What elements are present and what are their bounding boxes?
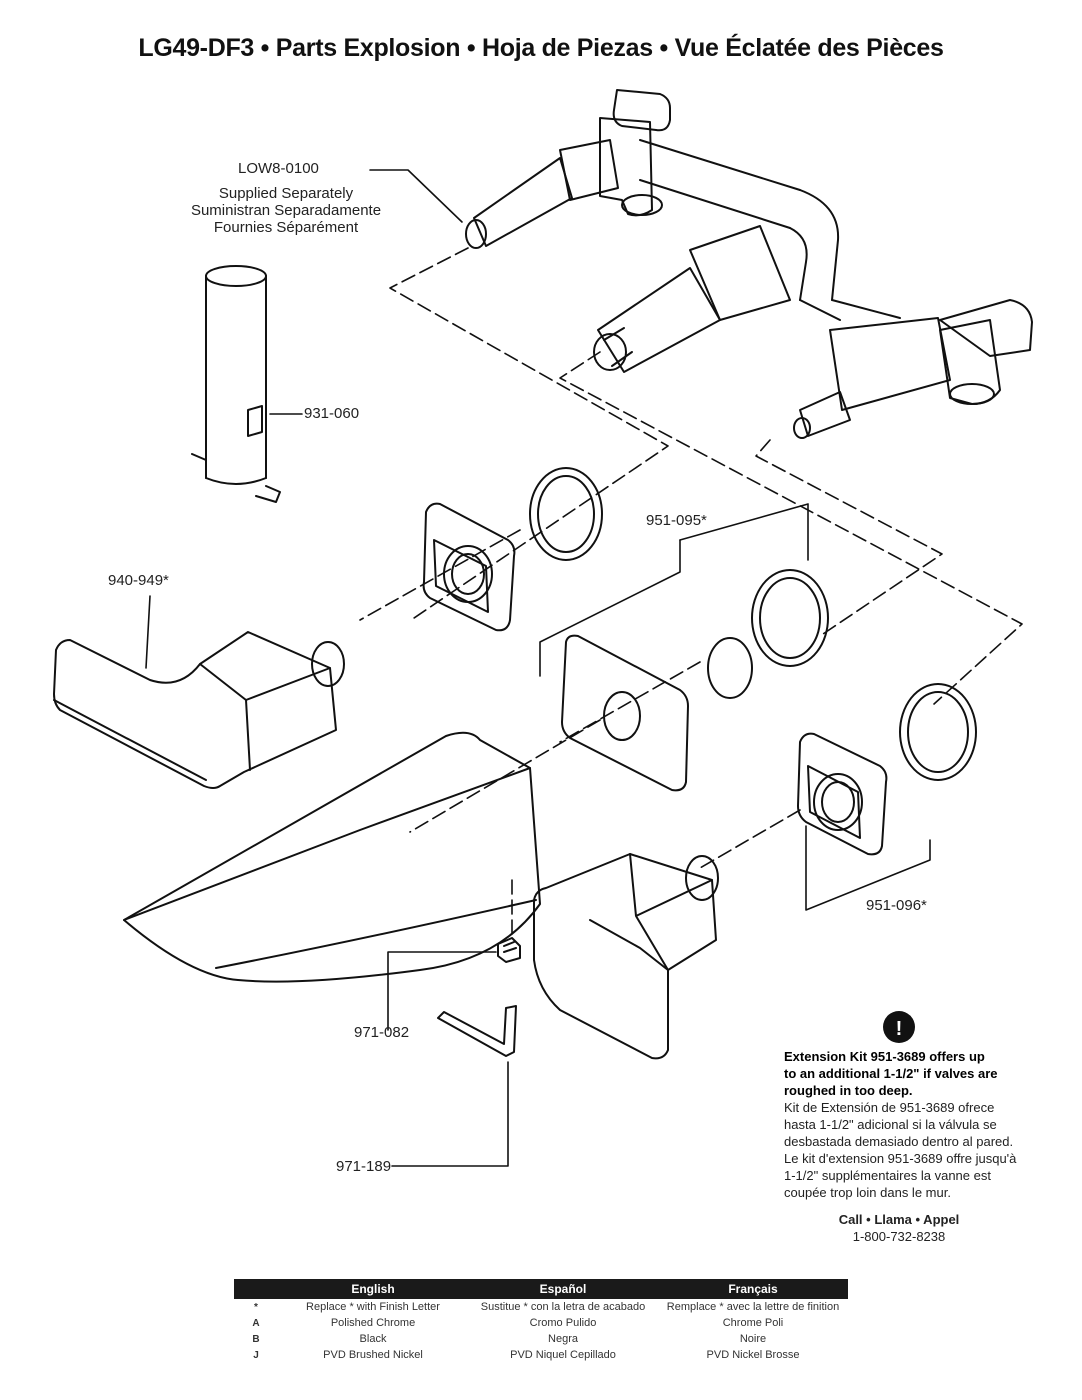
legend-header-spanish: Español <box>468 1279 658 1299</box>
legend-cell: Black <box>359 1333 387 1345</box>
supplied-es: Suministran Separadamente <box>190 202 382 219</box>
right-escutcheon <box>797 732 888 856</box>
legend-row: * Replace * with Finish Letter Sustitue … <box>234 1299 848 1315</box>
small-o-ring <box>707 637 753 699</box>
legend-header-french: Français <box>658 1279 848 1299</box>
legend-row: J PVD Brushed Nickel PVD Niquel Cepillad… <box>234 1347 848 1363</box>
right-handle <box>533 853 719 1060</box>
legend-cell: PVD Niquel Cepillado <box>510 1349 616 1361</box>
legend-cell: Polished Chrome <box>330 1317 416 1329</box>
extension-kit-notice: Extension Kit 951-3689 offers up to an a… <box>784 1048 1044 1201</box>
notice-bold-line: Extension Kit 951-3689 offers up <box>784 1049 985 1064</box>
legend-row: A Polished Chrome Cromo Pulido Chrome Po… <box>234 1315 848 1331</box>
legend-header-english: English <box>278 1279 468 1299</box>
legend-code: * <box>254 1301 258 1313</box>
notice-fr-line: 1-1/2" supplémentaires la vanne est <box>784 1168 991 1183</box>
right-o-ring <box>899 683 977 781</box>
legend-row: B Black Negra Noire <box>234 1331 848 1347</box>
legend-cell: PVD Brushed Nickel <box>323 1349 423 1361</box>
legend-code: J <box>253 1349 259 1361</box>
svg-text:!: ! <box>896 1018 903 1040</box>
page-title: LG49-DF3 • Parts Explosion • Hoja de Pie… <box>138 34 944 62</box>
legend-code: B <box>252 1333 260 1345</box>
legend-code: A <box>252 1317 260 1329</box>
call-label: Call • Llama • Appel <box>838 1212 960 1227</box>
supplied-fr: Fournies Séparément <box>213 219 359 236</box>
left-escutcheon <box>422 502 516 632</box>
notice-bold-line: to an additional 1-1/2" if valves are <box>784 1066 998 1081</box>
legend-header-code <box>234 1279 278 1299</box>
left-handle <box>53 631 345 789</box>
notice-bold-line: roughed in too deep. <box>784 1083 913 1098</box>
trim-lower-part-number: 951-096* <box>866 897 927 914</box>
exclamation-icon <box>883 1011 915 1043</box>
sleeve-931-060 <box>191 265 281 503</box>
set-screw-part-number: 971-082 <box>354 1024 410 1041</box>
supplied-en: Supplied Separately <box>218 185 354 202</box>
legend-header-row: English Español Français <box>234 1279 848 1299</box>
finish-legend-table: English Español Français * Replace * wit… <box>234 1279 848 1363</box>
legend-cell: Cromo Pulido <box>529 1317 597 1329</box>
notice-es-line: Kit de Extensión de 951-3689 ofrece <box>784 1100 995 1115</box>
contact-block: Call • Llama • Appel 1-800-732-8238 <box>784 1211 1014 1245</box>
rough-in-valve <box>465 89 1033 439</box>
handle-part-number: 940-949* <box>108 572 169 589</box>
legend-cell: Remplace * avec la lettre de finition <box>666 1301 840 1313</box>
sleeve-part-number: 931-060 <box>304 405 360 422</box>
legend-cell: Noire <box>739 1333 767 1345</box>
notice-fr-line: coupée trop loin dans le mur. <box>784 1185 951 1200</box>
notice-es-line: desbastada demasiado dentro al pared. <box>784 1134 1014 1149</box>
center-trim-plate <box>561 634 689 792</box>
phone-number[interactable]: 1-800-732-8238 <box>852 1229 946 1244</box>
legend-cell: Sustitue * con la letra de acabado <box>480 1301 646 1313</box>
notice-es-line: hasta 1-1/2" adicional si la válvula se <box>784 1117 997 1132</box>
left-o-ring <box>529 467 603 561</box>
legend-cell: Replace * with Finish Letter <box>306 1301 440 1313</box>
legend-cell: Negra <box>548 1333 578 1345</box>
legend-cell: PVD Nickel Brosse <box>706 1349 800 1361</box>
set-screw <box>497 937 521 963</box>
hex-key-part-number: 971-189 <box>336 1158 392 1175</box>
valve-part-number: LOW8-0100 <box>238 160 319 177</box>
hex-key <box>437 1005 517 1057</box>
valve-supplied-note: Supplied Separately Suministran Separada… <box>178 185 394 236</box>
notice-fr-line: Le kit d'extension 951-3689 offre jusqu'… <box>784 1151 1017 1166</box>
legend-cell: Chrome Poli <box>722 1317 784 1329</box>
spout <box>123 731 541 983</box>
trim-upper-part-number: 951-095* <box>646 512 707 529</box>
